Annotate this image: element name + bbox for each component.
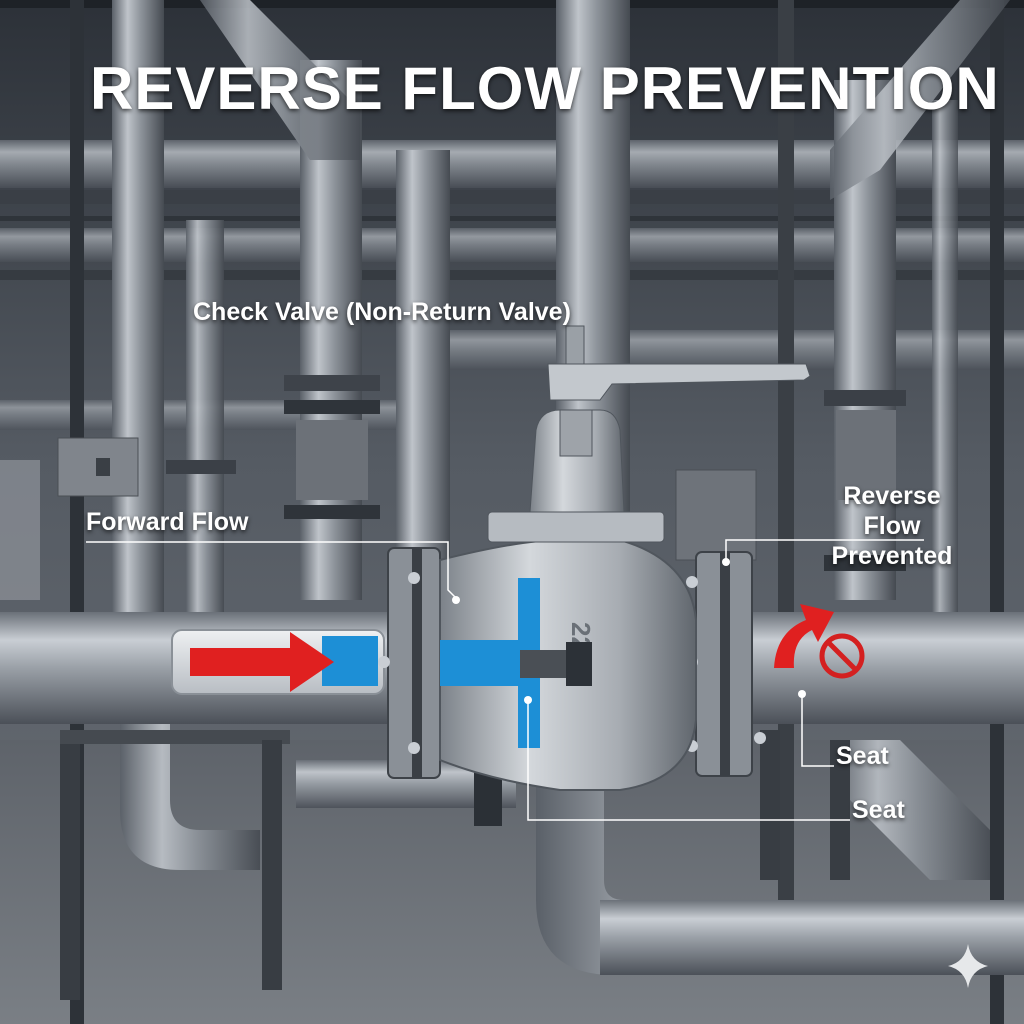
valve-name-label: Check Valve (Non-Return Valve) (193, 298, 571, 327)
seat-lower-label: Seat (852, 796, 905, 825)
forward-flow-label: Forward Flow (86, 508, 249, 537)
seat-upper-label: Seat (836, 742, 889, 771)
valve-disc (440, 640, 530, 686)
reverse-flow-label: Reverse Flow Prevented (812, 481, 972, 571)
page-title: REVERSE FLOW PREVENTION (90, 54, 1000, 123)
